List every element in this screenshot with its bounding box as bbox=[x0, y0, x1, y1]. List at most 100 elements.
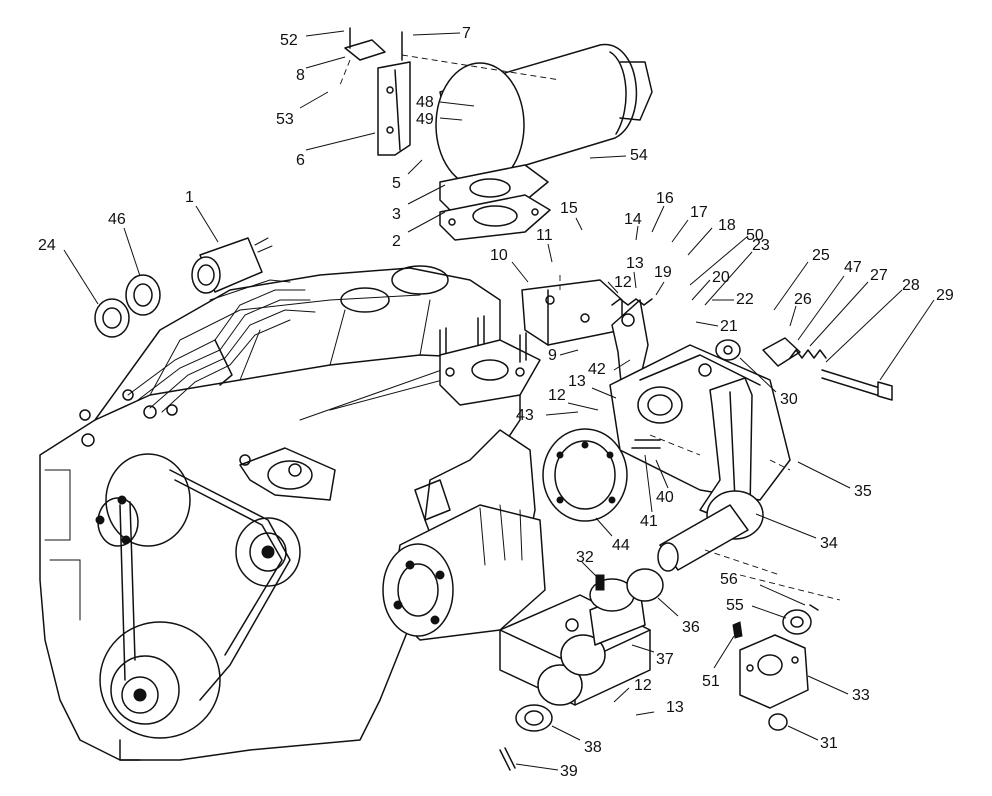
washer bbox=[94, 298, 130, 338]
callout-30: 30 bbox=[739, 357, 798, 408]
svg-text:48: 48 bbox=[416, 94, 434, 111]
callout-8: 8 bbox=[296, 56, 346, 84]
callout-53: 53 bbox=[276, 91, 329, 128]
svg-text:15: 15 bbox=[560, 200, 578, 217]
callout-17: 17 bbox=[671, 204, 708, 243]
callout-13a: 13 bbox=[626, 255, 644, 289]
svg-text:10: 10 bbox=[490, 247, 508, 264]
callout-38: 38 bbox=[551, 725, 602, 756]
seal-ring bbox=[515, 704, 553, 732]
callout-50: 50 bbox=[689, 227, 764, 286]
callout-13c: 13 bbox=[635, 699, 684, 716]
svg-text:1: 1 bbox=[185, 189, 194, 206]
flange-nut bbox=[768, 713, 788, 731]
starter-motor bbox=[382, 429, 546, 641]
callout-1: 1 bbox=[185, 189, 219, 243]
callout-12b: 12 bbox=[548, 387, 599, 411]
svg-text:53: 53 bbox=[276, 111, 294, 128]
callout-12c: 12 bbox=[613, 677, 652, 703]
svg-text:21: 21 bbox=[720, 318, 738, 335]
callout-43: 43 bbox=[516, 407, 579, 424]
svg-text:28: 28 bbox=[902, 277, 920, 294]
svg-text:39: 39 bbox=[560, 763, 578, 780]
callout-40: 40 bbox=[655, 459, 674, 506]
svg-text:55: 55 bbox=[726, 597, 744, 614]
svg-text:13: 13 bbox=[666, 699, 684, 716]
callout-48: 48 bbox=[416, 94, 475, 111]
svg-text:20: 20 bbox=[712, 269, 730, 286]
callout-54: 54 bbox=[589, 147, 648, 164]
callout-42: 42 bbox=[588, 359, 631, 378]
callout-24: 24 bbox=[38, 237, 99, 305]
grease-fitting bbox=[595, 574, 605, 591]
svg-text:13: 13 bbox=[568, 373, 586, 390]
svg-text:37: 37 bbox=[656, 651, 674, 668]
callout-19: 19 bbox=[654, 264, 672, 296]
lock-nut bbox=[125, 274, 161, 316]
svg-text:14: 14 bbox=[624, 211, 642, 228]
svg-text:12: 12 bbox=[548, 387, 566, 404]
bearing-collar bbox=[782, 609, 812, 635]
callout-23: 23 bbox=[704, 237, 770, 306]
callout-6: 6 bbox=[296, 132, 376, 169]
svg-text:33: 33 bbox=[852, 687, 870, 704]
callout-35: 35 bbox=[797, 461, 872, 500]
roll-pin bbox=[499, 747, 516, 771]
governor-bracket bbox=[521, 275, 623, 346]
callout-7: 7 bbox=[412, 25, 471, 42]
callout-14: 14 bbox=[624, 211, 642, 241]
svg-text:2: 2 bbox=[392, 233, 401, 250]
svg-text:51: 51 bbox=[702, 673, 720, 690]
callout-27: 27 bbox=[809, 267, 888, 347]
callout-5: 5 bbox=[392, 159, 423, 192]
zerk-fitting bbox=[732, 621, 743, 639]
callout-28: 28 bbox=[825, 277, 920, 363]
callout-15: 15 bbox=[560, 200, 583, 231]
callout-44: 44 bbox=[595, 517, 630, 554]
callout-49: 49 bbox=[416, 111, 463, 128]
callout-20: 20 bbox=[691, 269, 730, 301]
svg-text:6: 6 bbox=[296, 152, 305, 169]
callout-26: 26 bbox=[789, 291, 812, 327]
callout-18: 18 bbox=[687, 217, 736, 256]
callout-39: 39 bbox=[515, 763, 578, 780]
callout-10: 10 bbox=[490, 247, 529, 283]
flange-bearing bbox=[739, 634, 809, 709]
callout-13b: 13 bbox=[568, 373, 617, 399]
svg-text:43: 43 bbox=[516, 407, 534, 424]
callout-51: 51 bbox=[702, 635, 735, 690]
callout-52: 52 bbox=[280, 30, 345, 49]
callout-22: 22 bbox=[712, 291, 754, 308]
svg-text:18: 18 bbox=[718, 217, 736, 234]
callout-21: 21 bbox=[695, 318, 738, 335]
svg-text:32: 32 bbox=[576, 549, 594, 566]
svg-text:17: 17 bbox=[690, 204, 708, 221]
svg-text:25: 25 bbox=[812, 247, 830, 264]
alternator-bracket bbox=[239, 447, 336, 501]
svg-text:22: 22 bbox=[736, 291, 754, 308]
svg-text:40: 40 bbox=[656, 489, 674, 506]
svg-text:38: 38 bbox=[584, 739, 602, 756]
svg-text:11: 11 bbox=[536, 227, 553, 244]
svg-text:12: 12 bbox=[614, 274, 632, 291]
pump-shaft-key bbox=[631, 439, 661, 449]
callout-41: 41 bbox=[640, 454, 658, 530]
callout-12a: 12 bbox=[607, 274, 632, 294]
callout-36: 36 bbox=[657, 597, 700, 636]
pump-end-cover bbox=[542, 428, 628, 522]
callout-3: 3 bbox=[392, 184, 446, 223]
svg-text:50: 50 bbox=[746, 227, 764, 244]
bushing bbox=[626, 568, 664, 602]
callout-55: 55 bbox=[726, 597, 787, 619]
callout-34: 34 bbox=[755, 513, 838, 552]
washer-ring bbox=[715, 339, 741, 361]
svg-text:9: 9 bbox=[548, 347, 557, 364]
svg-text:29: 29 bbox=[936, 287, 954, 304]
svg-text:46: 46 bbox=[108, 211, 126, 228]
svg-text:56: 56 bbox=[720, 571, 738, 588]
svg-text:52: 52 bbox=[280, 32, 298, 49]
exhaust-gasket bbox=[439, 194, 551, 241]
callout-29: 29 bbox=[879, 287, 954, 381]
adjuster-pin bbox=[762, 337, 801, 367]
